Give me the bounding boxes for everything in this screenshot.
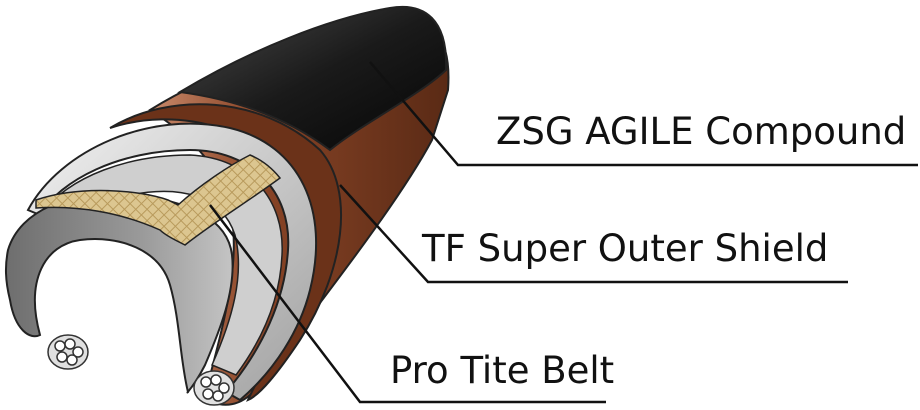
leader-line-compound [369,61,918,167]
leader-line-shield [339,184,848,284]
label-shield: TF Super Outer Shield [422,227,829,270]
bead-right [193,370,235,406]
casing-layer [26,122,318,402]
leader-line-belt [209,204,606,404]
label-compound: ZSG AGILE Compound [496,110,907,153]
tread-compound-layer [177,5,448,152]
belt-layer [35,154,282,246]
bead-left [47,334,89,370]
label-belt: Pro Tite Belt [390,349,615,392]
